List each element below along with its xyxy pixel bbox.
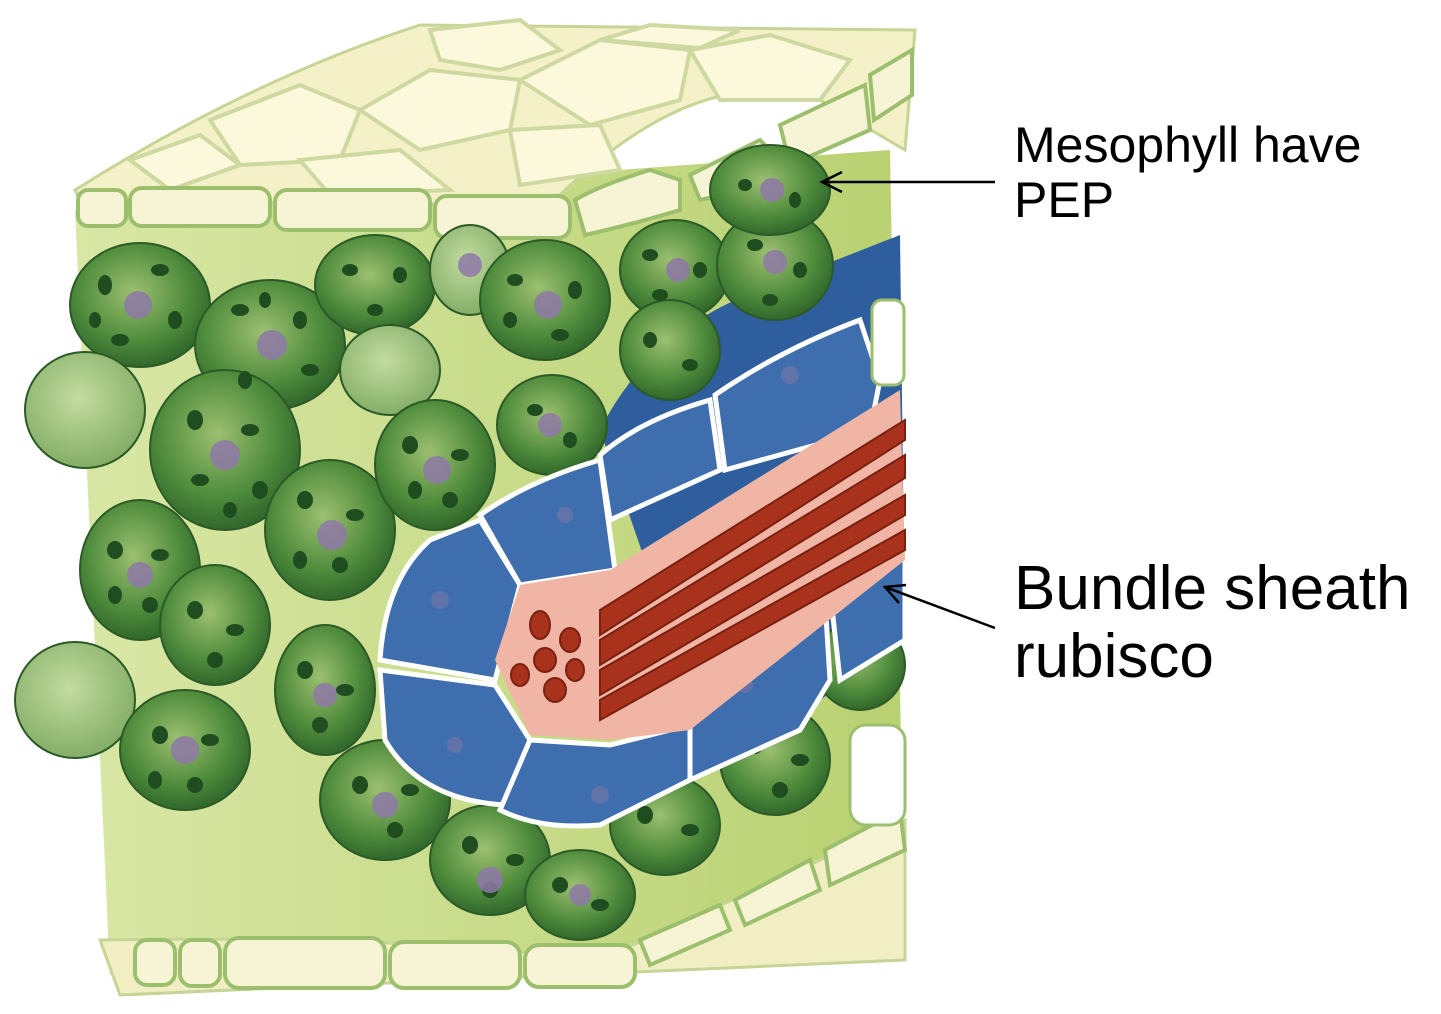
edge-cell — [872, 300, 904, 385]
edge-cell — [850, 725, 905, 825]
bundle-sheath-label: Bundle sheath rubisco — [1014, 555, 1410, 691]
bundle-sheath-label-line2: rubisco — [1014, 623, 1410, 691]
bundle-sheath-label-line1: Bundle sheath — [1014, 555, 1410, 623]
mesophyll-label: Mesophyll have PEP — [1014, 118, 1361, 228]
mesophyll-label-line1: Mesophyll have — [1014, 118, 1361, 173]
mesophyll-label-line2: PEP — [1014, 173, 1361, 228]
